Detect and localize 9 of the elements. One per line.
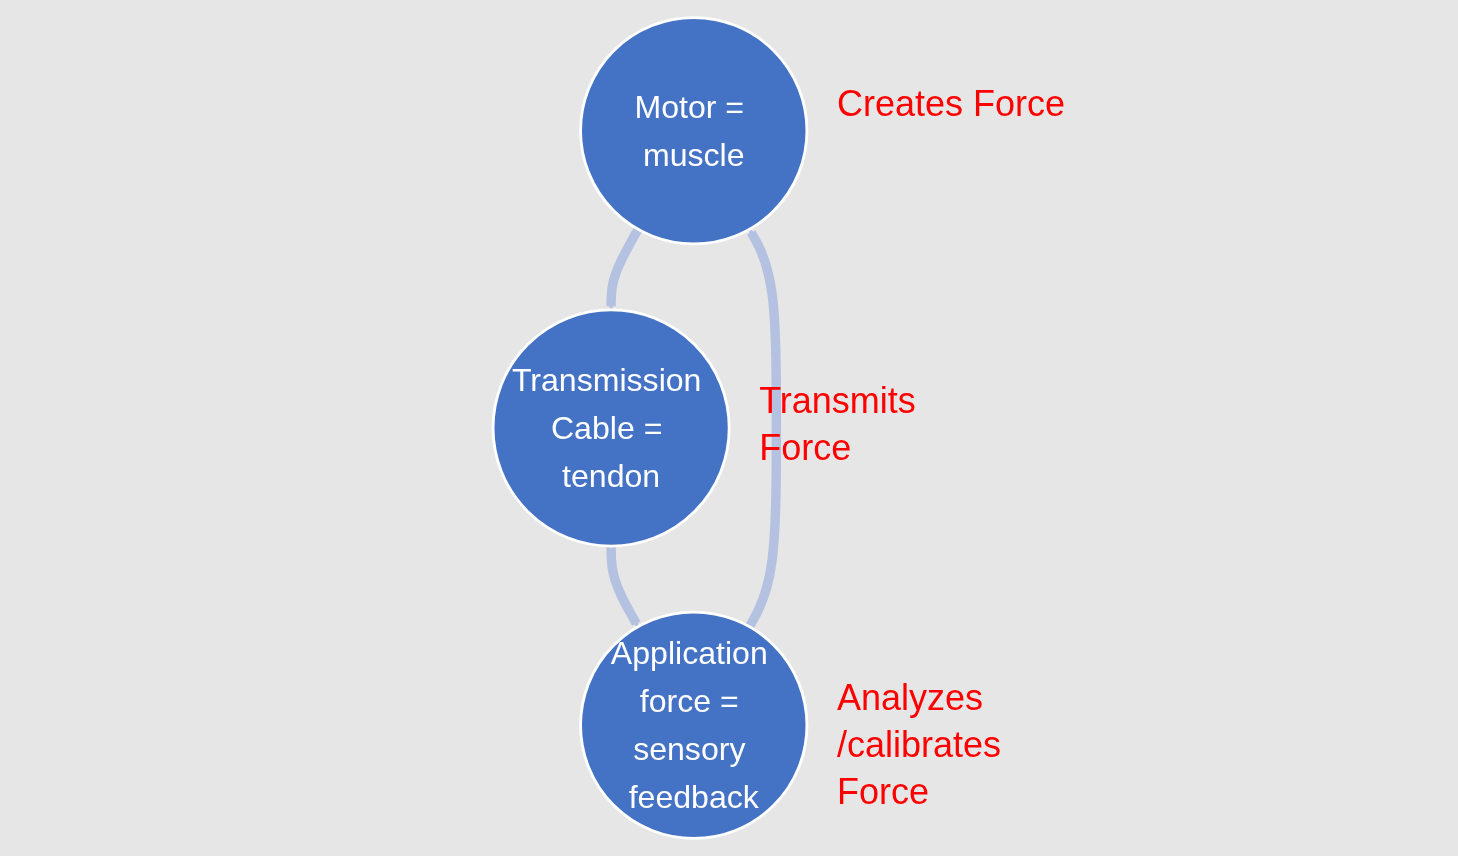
side-note: Transmits Force [759, 379, 917, 470]
side-note: Creates Force [836, 81, 1066, 126]
arrow [606, 546, 641, 628]
arrow [606, 226, 643, 311]
circle-node: Transmission Cable = tendon [491, 308, 731, 548]
circle-node: Application force = sensory feedback [579, 610, 809, 840]
side-note: Analyzes /calibrates Force [836, 676, 1002, 814]
circle-node: Motor = muscle [579, 16, 809, 246]
arrow [745, 228, 782, 630]
